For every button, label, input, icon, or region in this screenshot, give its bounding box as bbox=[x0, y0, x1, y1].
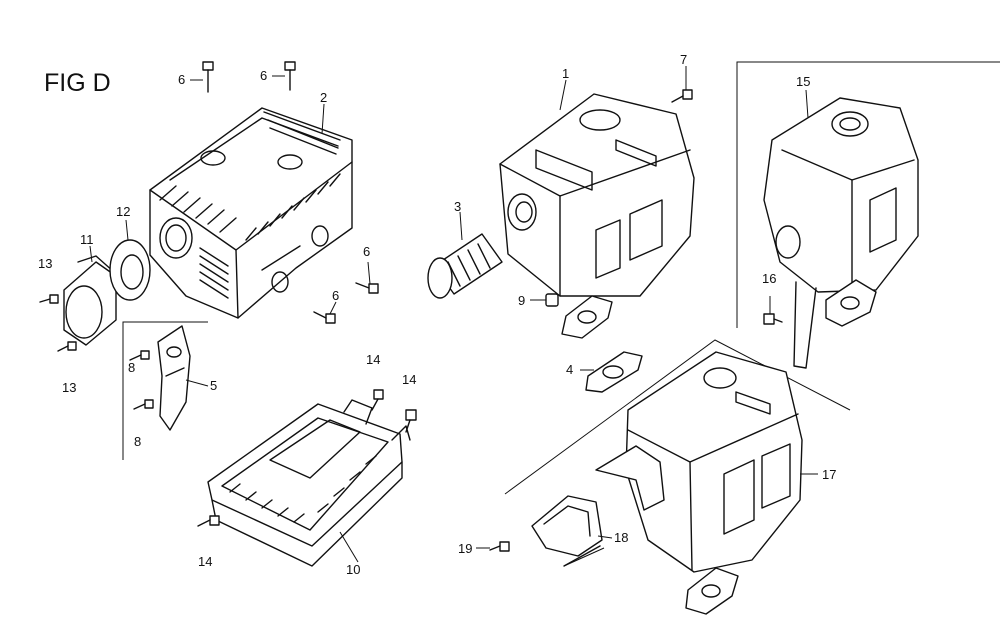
callout-11: 11 bbox=[80, 232, 94, 247]
callout-14a: 14 bbox=[366, 352, 380, 367]
callout-6c: 6 bbox=[363, 244, 370, 259]
bolt-14a bbox=[371, 389, 384, 411]
callout-2: 2 bbox=[320, 90, 327, 105]
callout-14b: 14 bbox=[402, 372, 416, 387]
callout-18: 18 bbox=[614, 530, 628, 545]
callout-17: 17 bbox=[822, 467, 836, 482]
bolt-8b bbox=[133, 399, 154, 410]
bolt-14c bbox=[197, 515, 220, 527]
bolt-13b bbox=[57, 341, 77, 352]
callout-5: 5 bbox=[210, 378, 217, 393]
part-2-muffler-protector bbox=[149, 107, 353, 319]
callout-16: 16 bbox=[762, 271, 776, 286]
part-10-protector-plate bbox=[207, 399, 411, 567]
figure-title: FIG D bbox=[44, 69, 111, 97]
callout-12: 12 bbox=[116, 204, 130, 219]
bolt-13a bbox=[39, 294, 59, 304]
callout-13b: 13 bbox=[62, 380, 76, 395]
bolt-6c bbox=[355, 282, 379, 294]
callout-13a: 13 bbox=[38, 256, 52, 271]
bolt-6a bbox=[202, 61, 214, 93]
bolt-6d bbox=[313, 311, 336, 324]
callout-9: 9 bbox=[518, 293, 525, 308]
callout-6b: 6 bbox=[260, 68, 267, 83]
part-5-bracket bbox=[157, 325, 191, 431]
part-12-gasket bbox=[109, 239, 151, 301]
callout-19: 19 bbox=[458, 541, 472, 556]
callout-6a: 6 bbox=[178, 72, 185, 87]
callout-8b: 8 bbox=[134, 434, 141, 449]
callout-labels: 1 2 3 4 5 6 6 6 6 7 8 8 9 10 11 12 13 13… bbox=[38, 52, 836, 577]
part-3-spark-arrester bbox=[427, 233, 503, 299]
part-15-muffler bbox=[763, 97, 919, 369]
callout-10: 10 bbox=[346, 562, 360, 577]
bolt-19 bbox=[489, 541, 510, 552]
bolt-7 bbox=[671, 89, 693, 103]
bolts bbox=[39, 61, 783, 552]
callout-3: 3 bbox=[454, 199, 461, 214]
callout-1: 1 bbox=[562, 66, 569, 81]
bolt-6b bbox=[284, 61, 296, 91]
bolt-14b bbox=[405, 409, 417, 433]
callout-7: 7 bbox=[680, 52, 687, 67]
callout-6d: 6 bbox=[332, 288, 339, 303]
part-11-cap bbox=[63, 255, 117, 346]
callout-4: 4 bbox=[566, 362, 573, 377]
part-1-outlet-gasket bbox=[561, 295, 613, 339]
leader-lines bbox=[89, 66, 818, 567]
part-17-muffler bbox=[595, 351, 803, 615]
callout-15: 15 bbox=[796, 74, 810, 89]
bolt-9 bbox=[545, 293, 559, 307]
part-1-muffler bbox=[499, 93, 695, 297]
callout-8a: 8 bbox=[128, 360, 135, 375]
bolt-16 bbox=[763, 313, 783, 325]
part-4-gasket bbox=[585, 351, 643, 393]
group-divider-lines bbox=[122, 61, 1000, 495]
bolt-8a bbox=[129, 350, 150, 361]
callout-14c: 14 bbox=[198, 554, 212, 569]
part-18-deflector bbox=[531, 495, 603, 567]
